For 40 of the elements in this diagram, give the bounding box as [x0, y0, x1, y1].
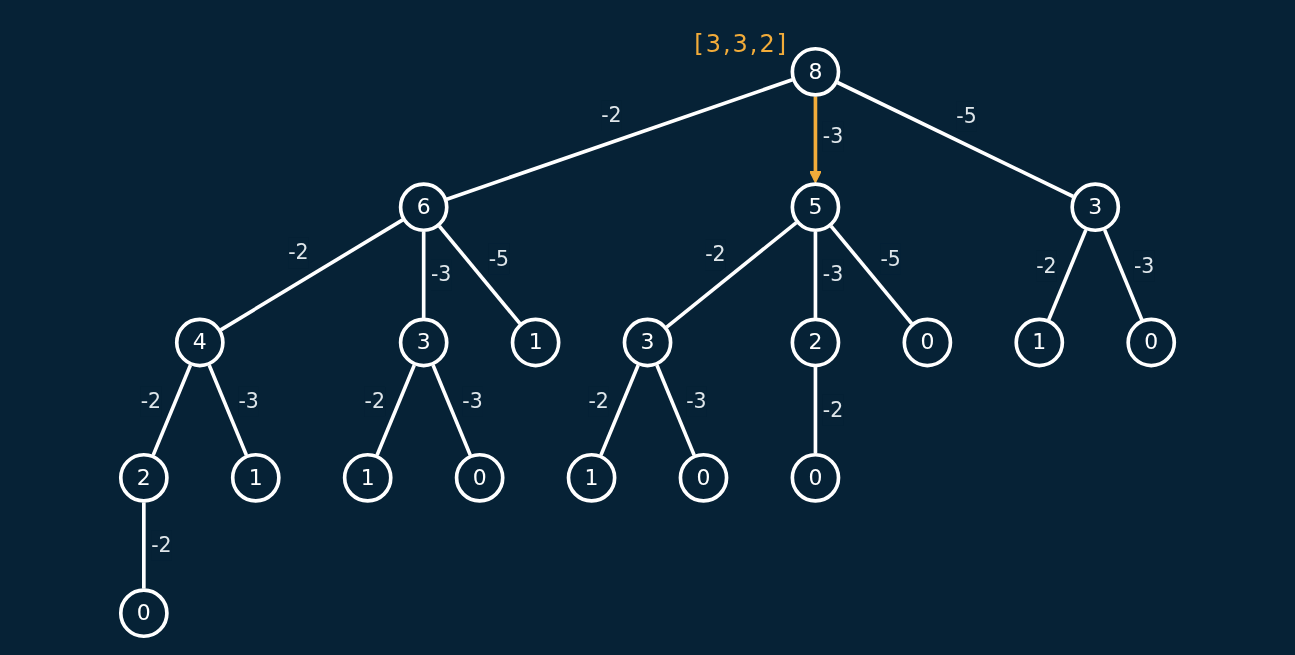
number-circle: 1: [230, 452, 281, 503]
number-circle: 1: [510, 317, 561, 368]
connector-line: [375, 364, 416, 456]
number-circle: 1: [566, 452, 617, 503]
connector-line: [446, 78, 793, 201]
connector-line: [219, 218, 404, 332]
connector-line: [431, 364, 472, 456]
number-circle: 2: [118, 452, 169, 503]
connector-line: [207, 364, 249, 456]
connector-line: [1046, 229, 1088, 321]
connector-line: [599, 364, 640, 456]
number-circle: 3: [622, 317, 673, 368]
number-circle: 2: [790, 317, 841, 368]
number-circle: 3: [398, 317, 449, 368]
connector-line: [813, 231, 818, 318]
connector-line: [151, 364, 193, 456]
node-annotation: [3,3,2]: [694, 30, 789, 57]
number-circle: 3: [1070, 182, 1121, 233]
number-circle: 0: [454, 452, 505, 503]
number-circle: 0: [678, 452, 729, 503]
connector-line: [1102, 229, 1144, 321]
number-circle: 8: [790, 46, 841, 97]
connector-line: [655, 364, 696, 456]
connector-line: [829, 224, 914, 325]
number-circle: 6: [398, 182, 449, 233]
number-circle: 4: [174, 317, 225, 368]
connector-line: [437, 224, 522, 325]
connector-line: [813, 367, 818, 454]
number-circle: 0: [118, 588, 169, 639]
connector-line: [421, 231, 426, 318]
connector-line: [836, 80, 1074, 199]
number-circle: 5: [790, 182, 841, 233]
number-circle: 1: [1014, 317, 1065, 368]
connector-line: [808, 96, 822, 184]
number-circle: 1: [342, 452, 393, 503]
connector-line: [141, 502, 146, 589]
number-circle: 0: [902, 317, 953, 368]
connector-line: [665, 221, 798, 329]
number-circle: 0: [790, 452, 841, 503]
number-circle: 0: [1126, 317, 1177, 368]
